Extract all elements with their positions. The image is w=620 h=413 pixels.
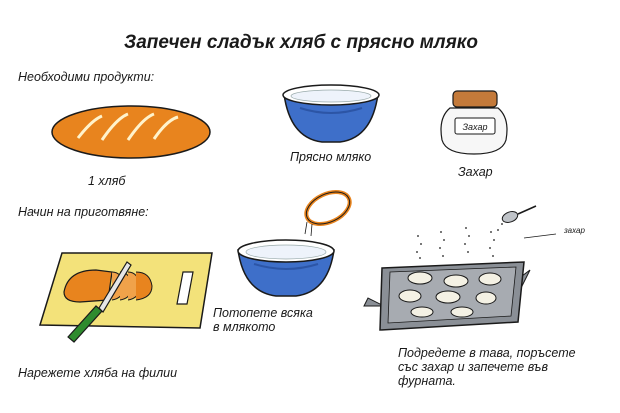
step-bake-line3: фурната. xyxy=(398,374,456,388)
sugar-jar-label: Захар xyxy=(463,122,488,132)
milk-bowl-icon xyxy=(282,84,380,143)
step-bake-line2: със захар и запечете във xyxy=(398,360,548,374)
milk-bowl-icon xyxy=(237,239,335,297)
bread-icon xyxy=(51,105,211,159)
sugar-jar-icon: Захар xyxy=(440,90,508,155)
step-dip-line2: в млякото xyxy=(213,320,276,334)
knife-icon xyxy=(67,261,132,343)
milk-label: Прясно мляко xyxy=(290,150,372,164)
ingredients-heading: Необходими продукти: xyxy=(18,70,155,84)
spoon-icon: захар xyxy=(501,205,585,239)
page-title: Запечен сладък хляб с прясно мляко xyxy=(124,32,479,53)
step-bake-line1: Подредете в тава, поръсете xyxy=(398,346,576,360)
sugar-label: Захар xyxy=(458,165,493,179)
step-dip-line1: Потопете всяка xyxy=(213,306,313,320)
spoon-sugar-label: захар xyxy=(563,226,585,235)
step-cut-label: Нарежете хляба на филии xyxy=(18,366,178,380)
sugar-sprinkles xyxy=(416,223,503,259)
bread-label: 1 хляб xyxy=(88,174,126,188)
bread-slice-icon xyxy=(304,190,352,237)
method-heading: Начин на приготвяне: xyxy=(18,205,149,219)
tray-bread-slices xyxy=(398,271,502,318)
